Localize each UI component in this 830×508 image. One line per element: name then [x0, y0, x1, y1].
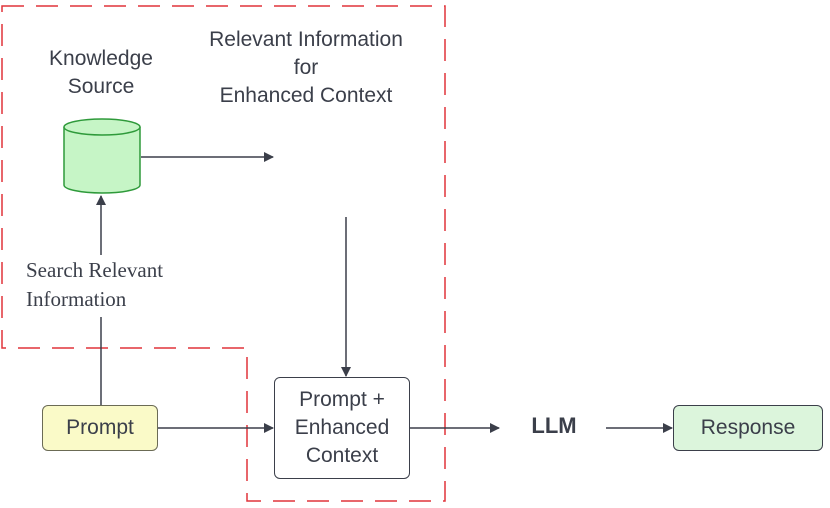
search-line1: Search Relevant	[26, 258, 164, 282]
database-icon	[63, 118, 141, 194]
response-node: Response	[673, 405, 823, 451]
llm-label: LLM	[531, 413, 577, 438]
prompt-label: Prompt	[66, 416, 134, 439]
knowledge-source-line2: Source	[67, 75, 135, 98]
retrieval-region-border	[1, 5, 446, 502]
relevant-info-line2: for	[293, 56, 319, 79]
relevant-information-label: Relevant Information for Enhanced Contex…	[186, 26, 426, 110]
enhanced-line3: Context	[305, 444, 379, 467]
search-line2: Information	[26, 287, 127, 311]
relevant-info-line3: Enhanced Context	[219, 84, 393, 107]
search-relevant-label: Search Relevant Information	[26, 256, 206, 314]
enhanced-line2: Enhanced	[294, 416, 390, 439]
relevant-info-line1: Relevant Information	[209, 28, 403, 51]
response-label: Response	[700, 416, 796, 439]
enhanced-prompt-node: Prompt + Enhanced Context	[274, 377, 410, 479]
knowledge-source-label: Knowledge Source	[26, 45, 176, 101]
knowledge-source-line1: Knowledge	[49, 47, 153, 70]
enhanced-line1: Prompt +	[299, 388, 385, 411]
prompt-node: Prompt	[42, 405, 158, 451]
